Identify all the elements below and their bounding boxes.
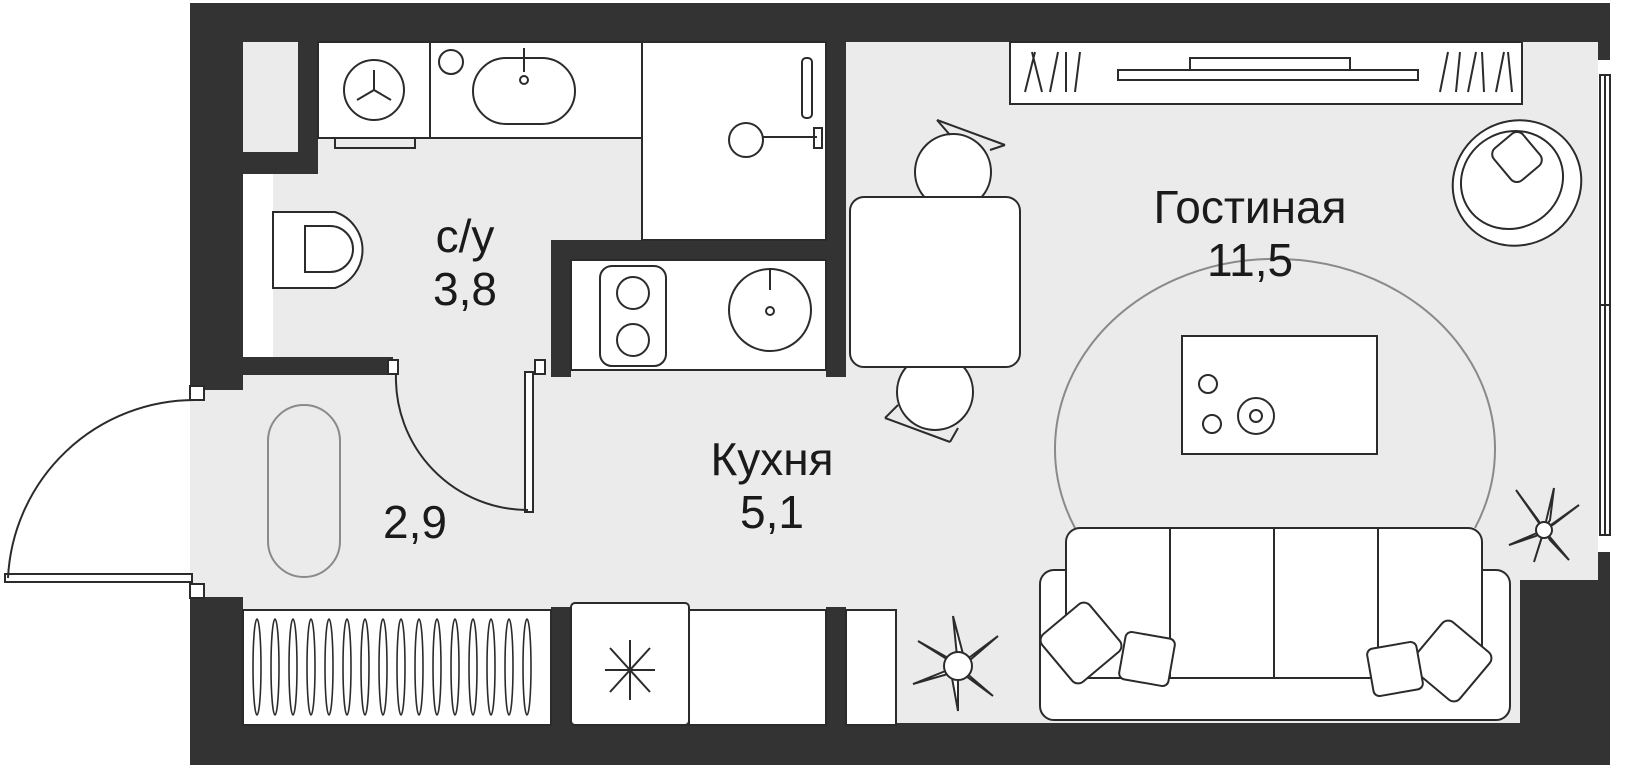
kitchen-lower-counter <box>688 609 897 726</box>
bathroom-door <box>387 359 546 513</box>
room-area: 3,8 <box>433 262 497 315</box>
bathroom-bottom-wall <box>243 357 393 375</box>
bench-icon <box>267 404 341 578</box>
hanger <box>396 618 406 716</box>
coffee-table-icon <box>1181 335 1378 455</box>
window-icon <box>1599 74 1611 536</box>
room-label-hall: 2,9 <box>350 496 480 549</box>
kitchen-counter <box>570 259 827 371</box>
hanger <box>270 618 280 716</box>
room-label-living: Гостиная 11,5 <box>1110 181 1390 287</box>
bathroom-niche <box>243 42 298 152</box>
hanger <box>414 618 424 716</box>
room-area: 11,5 <box>1206 233 1294 286</box>
hanger <box>450 618 460 716</box>
room-label-bathroom: с/у 3,8 <box>390 210 540 316</box>
bottom-right-wall <box>1520 580 1610 765</box>
sink-icon <box>429 41 643 139</box>
armchair-icon <box>1451 119 1583 247</box>
plant-icon <box>912 487 1580 712</box>
fridge-partition <box>826 607 846 725</box>
hanger <box>252 618 262 716</box>
entrance-opening <box>190 390 243 597</box>
tv-stand-icon <box>1009 41 1523 105</box>
room-name: Гостиная <box>1153 181 1347 233</box>
stove-icon <box>599 265 667 367</box>
chair-icon <box>884 353 974 443</box>
washing-machine-icon <box>317 41 431 149</box>
hanger <box>522 618 532 716</box>
hanger <box>432 618 442 716</box>
bathroom-niche-bottom <box>243 157 318 174</box>
hanger <box>486 618 496 716</box>
toilet-icon <box>272 211 364 289</box>
hanger <box>360 618 370 716</box>
kitchen-niche-wall-top <box>551 240 846 260</box>
bathroom-niche-wall <box>298 42 318 174</box>
bathroom-right-wall <box>826 42 846 377</box>
room-area: 2,9 <box>383 496 447 548</box>
room-name: с/у <box>435 210 495 262</box>
room-area: 5,1 <box>740 485 804 538</box>
room-label-kitchen: Кухня 5,1 <box>672 433 872 539</box>
hanger <box>324 618 334 716</box>
sofa-icon <box>1039 527 1511 721</box>
hanger <box>378 618 388 716</box>
hanger <box>504 618 514 716</box>
dining-table-icon <box>849 196 1021 368</box>
hanger <box>306 618 316 716</box>
hanger <box>288 618 298 716</box>
shower-icon <box>641 41 827 241</box>
rug-icon <box>1054 257 1496 529</box>
room-name: Кухня <box>710 433 834 485</box>
hanger <box>468 618 478 716</box>
kitchen-sink-icon <box>728 268 812 352</box>
kitchen-niche-wall-left <box>551 240 571 377</box>
hanger <box>342 618 352 716</box>
bathroom-left-strip <box>243 174 273 358</box>
wardrobe-icon <box>242 609 552 726</box>
wardrobe-partition <box>551 607 571 725</box>
fridge-icon <box>570 602 690 726</box>
entrance-door-icon <box>4 385 205 599</box>
